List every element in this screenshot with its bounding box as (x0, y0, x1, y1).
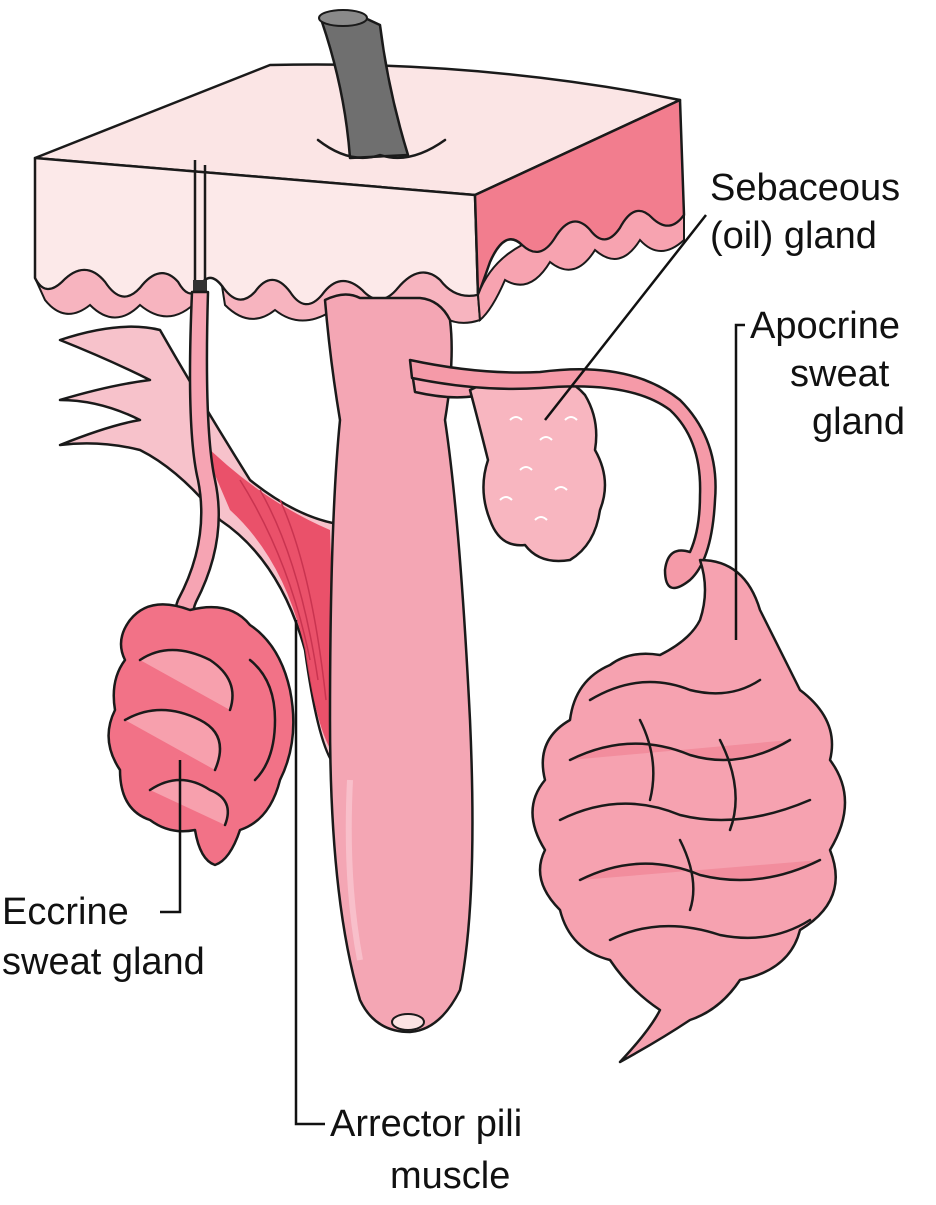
label-apocrine: Apocrine sweat gland (734, 305, 905, 640)
hair-follicle (316, 9, 474, 1034)
label-sebaceous: Sebaceous (oil) gland (544, 167, 900, 421)
label-sebaceous-line1: Sebaceous (710, 167, 900, 209)
leader-arrector (294, 620, 325, 1126)
leader-apocrine (734, 323, 745, 640)
label-sebaceous-line2: (oil) gland (710, 215, 877, 257)
apocrine-sweat-gland (408, 358, 847, 1064)
dermis-papillae-side (476, 209, 685, 323)
eccrine-sweat-gland (107, 160, 295, 867)
label-apocrine-line2: sweat (790, 353, 890, 395)
label-arrector-line2: muscle (390, 1155, 510, 1197)
label-eccrine-line2: sweat gland (2, 941, 205, 983)
label-apocrine-line3: gland (812, 401, 905, 443)
label-eccrine-line1: Eccrine (2, 891, 129, 933)
label-apocrine-line1: Apocrine (750, 305, 900, 347)
label-eccrine: Eccrine sweat gland (2, 760, 205, 983)
leader-eccrine (160, 760, 182, 914)
arrector-pili-muscle (58, 325, 347, 772)
label-arrector-line1: Arrector pili (330, 1103, 522, 1145)
dermis-papillae (34, 269, 199, 319)
leader-sebaceous (544, 214, 707, 421)
label-arrector: Arrector pili muscle (294, 620, 522, 1197)
